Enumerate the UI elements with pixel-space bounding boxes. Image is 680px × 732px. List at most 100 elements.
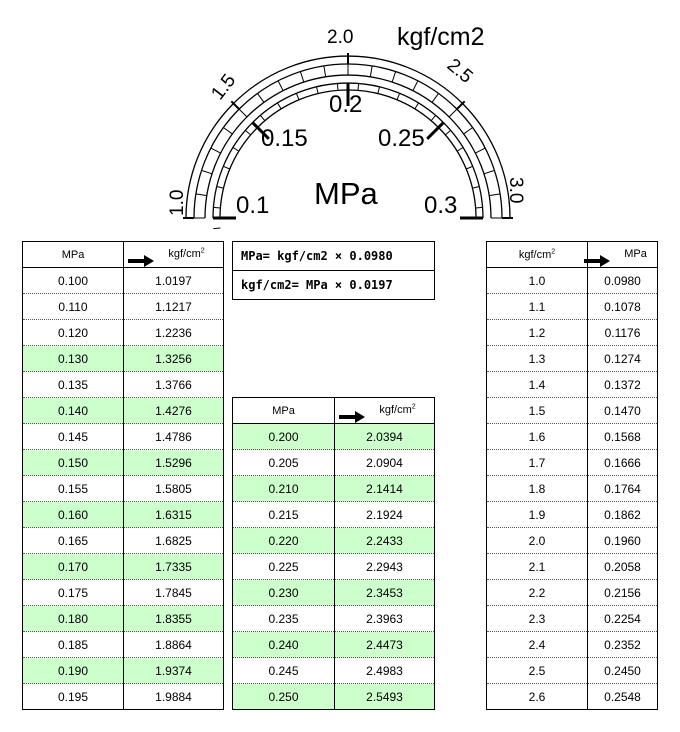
inner-segment-line <box>430 115 437 121</box>
cell-to: 1.9374 <box>123 657 224 684</box>
cell-to: 1.2236 <box>123 319 224 346</box>
cell-from: 0.250 <box>232 683 335 710</box>
cell-from: 1.0 <box>486 267 588 294</box>
cell-from: 0.230 <box>232 579 335 606</box>
header-from: MPa <box>22 241 124 268</box>
inner-segment-line <box>232 147 240 152</box>
cell-to: 0.2548 <box>587 683 658 710</box>
inner-segment-line <box>396 93 401 100</box>
arrow-right-icon <box>128 254 155 267</box>
cell-from: 0.110 <box>22 293 124 320</box>
cell-from: 2.1 <box>486 553 588 580</box>
arrow-right-icon <box>339 410 366 423</box>
inner-segment-line <box>456 147 464 152</box>
outer-label-2-0: 2.0 <box>327 27 353 48</box>
formula-kgf: kgf/cm2= MPa × 0.0197 <box>232 270 435 300</box>
cell-to: 1.6825 <box>123 527 224 554</box>
inner-label-0-3: 0.3 <box>424 192 457 219</box>
header-from: kgf/cm2 <box>486 241 588 268</box>
cell-from: 2.5 <box>486 657 588 684</box>
cell-from: 0.175 <box>22 579 124 606</box>
header-to: kgf/cm2 <box>123 241 224 268</box>
cell-from: 1.2 <box>486 319 588 346</box>
cell-from: 0.160 <box>22 501 124 528</box>
cell-from: 0.135 <box>22 371 124 398</box>
cell-to: 0.2352 <box>587 631 658 658</box>
outer-segment-line <box>195 193 207 197</box>
cell-from: 2.3 <box>486 605 588 632</box>
cell-to: 2.0904 <box>334 449 435 476</box>
cell-to: 2.1924 <box>334 501 435 528</box>
cell-from: 0.240 <box>232 631 335 658</box>
cell-to: 1.3766 <box>123 371 224 398</box>
cell-to: 0.1176 <box>587 319 658 346</box>
arrow-right-icon <box>584 254 611 267</box>
inner-major-tick <box>251 121 270 140</box>
cell-to: 0.2254 <box>587 605 658 632</box>
cell-from: 0.225 <box>232 553 335 580</box>
inner-major-tick <box>426 121 445 140</box>
cell-from: 0.145 <box>22 423 124 450</box>
outer-segment-line <box>412 80 419 91</box>
inner-label-0-1: 0.1 <box>236 192 269 219</box>
cell-from: 1.1 <box>486 293 588 320</box>
inner-segment-line <box>472 185 480 189</box>
inner-segment-line <box>245 129 251 136</box>
cell-to: 0.1862 <box>587 501 658 528</box>
cell-to: 0.1568 <box>587 423 658 450</box>
outer-segment-line <box>391 71 397 83</box>
cell-to: 0.1372 <box>587 371 658 398</box>
inner-segment-line <box>377 86 381 94</box>
outer-major-tick <box>456 100 466 110</box>
cell-from: 0.190 <box>22 657 124 684</box>
cell-to: 0.2450 <box>587 657 658 684</box>
outer-segment-line <box>448 108 458 118</box>
header-to: kgf/cm2 <box>334 397 435 424</box>
cell-from: 0.180 <box>22 605 124 632</box>
cell-to: 2.2943 <box>334 553 435 580</box>
cell-from: 1.4 <box>486 371 588 398</box>
cell-to: 1.1217 <box>123 293 224 320</box>
inner-segment-line <box>223 165 230 170</box>
cell-from: 0.235 <box>232 605 335 632</box>
pressure-gauge-dial: 1.0 1.5 2.0 2.5 3.0 kgf/cm2 0.1 0.15 0.2… <box>167 23 526 230</box>
header-to: MPa <box>584 241 658 268</box>
cell-to: 1.0197 <box>155 273 192 288</box>
cell-to: 0.1960 <box>587 527 658 554</box>
header-from: MPa <box>232 397 335 424</box>
outer-segment-line <box>277 80 284 91</box>
cell-to: 1.5805 <box>123 475 224 502</box>
cell-from: 1.7 <box>486 449 588 476</box>
outer-segment-line <box>201 169 213 175</box>
inner-segment-line <box>213 206 221 209</box>
outer-segment-line <box>463 127 473 135</box>
cell-from: 1.6 <box>486 423 588 450</box>
cell-to: 2.2433 <box>334 527 435 554</box>
outer-segment-line <box>489 193 501 197</box>
cell-to: 2.0394 <box>334 423 435 450</box>
cell-to: 1.4786 <box>123 423 224 450</box>
outer-segment-line <box>257 93 265 103</box>
cell-from: 2.4 <box>486 631 588 658</box>
formula-mpa: MPa= kgf/cm2 × 0.0980 <box>241 249 393 263</box>
